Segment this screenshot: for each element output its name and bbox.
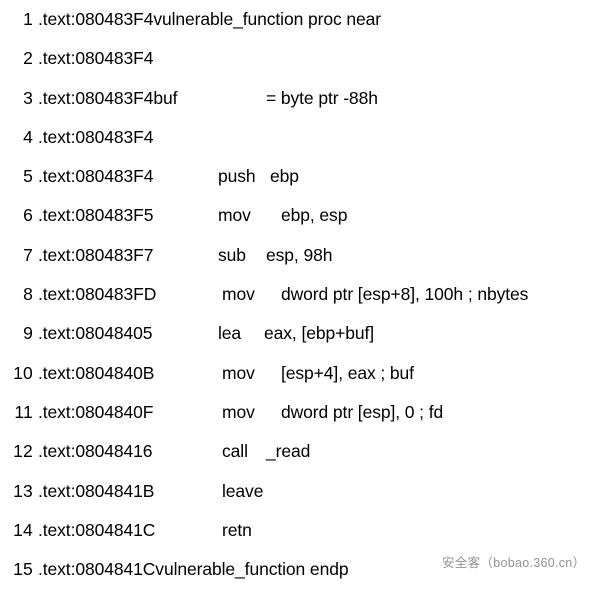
line-address: .text:080483F4vulnerable_function proc n… [38, 9, 382, 29]
line-number: 1 [23, 9, 33, 29]
line-mnemonic: push [218, 166, 256, 187]
line-content: .text:0804840B mov [esp+4], eax ; buf [38, 354, 414, 393]
line-address: .text:0804841C [38, 519, 156, 540]
line-content: .text:080483F4 push ebp [38, 157, 299, 196]
line-address: .text:080483F4buf [38, 87, 178, 108]
line-mnemonic: mov [222, 401, 255, 422]
code-line: 13 .text:0804841B leave [0, 472, 615, 511]
line-address: .text:0804840F [38, 401, 154, 422]
line-content: .text:0804841Cvulnerable_function endp [38, 550, 349, 589]
line-operands: ebp, esp [281, 205, 348, 226]
line-number: 15 [13, 559, 33, 580]
line-mnemonic: mov [222, 284, 255, 305]
line-address: .text:0804841Cvulnerable_function endp [38, 559, 349, 580]
code-line: 8 .text:080483FD mov dword ptr [esp+8], … [0, 275, 615, 314]
line-content: .text:0804841B leave [38, 472, 263, 511]
line-operands: _read [266, 441, 311, 462]
code-line: 7 .text:080483F7 sub esp, 98h [0, 236, 615, 275]
line-operands: dword ptr [esp+8], 100h ; nbytes [281, 284, 529, 305]
line-number: 8 [23, 284, 33, 305]
line-address: .text:080483F5 [38, 205, 154, 226]
line-address: .text:080483FD [38, 284, 157, 305]
code-line: 4 .text:080483F4 [0, 118, 615, 157]
line-operands: [esp+4], eax ; buf [281, 362, 414, 383]
code-line: 10 .text:0804840B mov [esp+4], eax ; buf [0, 354, 615, 393]
line-operands: ebp [270, 166, 299, 187]
line-address: .text:080483F4 [38, 126, 154, 147]
line-address: .text:08048405 [38, 323, 153, 344]
line-address: .text:08048416 [38, 441, 153, 462]
line-mnemonic: sub [218, 244, 246, 265]
code-line: 14 .text:0804841C retn [0, 511, 615, 550]
line-operands: eax, [ebp+buf] [264, 323, 375, 344]
line-number: 5 [23, 166, 33, 187]
line-content: .text:080483F4 [38, 39, 153, 78]
code-line: 3 .text:080483F4buf = byte ptr -88h [0, 79, 615, 118]
line-content: .text:08048416 call _read [38, 432, 310, 471]
line-number: 14 [13, 519, 33, 540]
line-number: 4 [23, 126, 33, 147]
code-line: 15 .text:0804841Cvulnerable_function end… [0, 550, 615, 589]
code-line: 2 .text:080483F4 [0, 39, 615, 78]
line-mnemonic: leave [222, 480, 264, 501]
line-mnemonic: mov [222, 362, 255, 383]
line-number: 9 [23, 323, 33, 344]
line-number: 3 [23, 87, 33, 108]
line-number: 2 [23, 48, 33, 69]
code-line: 5 .text:080483F4 push ebp [0, 157, 615, 196]
line-content: .text:080483FD mov dword ptr [esp+8], 10… [38, 275, 528, 314]
watermark: 安全客（bobao.360.cn） [442, 556, 586, 570]
line-content: .text:080483F4buf = byte ptr -88h [38, 79, 378, 118]
code-line: 11 .text:0804840F mov dword ptr [esp], 0… [0, 393, 615, 432]
line-address: .text:080483F4 [38, 166, 154, 187]
line-operands: esp, 98h [266, 244, 333, 265]
line-address: .text:0804840B [38, 362, 155, 383]
line-content: .text:080483F5 mov ebp, esp [38, 196, 347, 235]
line-content: .text:080483F4vulnerable_function proc n… [38, 0, 381, 39]
code-line: 12 .text:08048416 call _read [0, 432, 615, 471]
line-operands: = byte ptr -88h [266, 87, 378, 108]
line-number: 11 [14, 401, 33, 422]
line-mnemonic: retn [222, 519, 252, 540]
line-content: .text:0804841C retn [38, 511, 252, 550]
line-number: 13 [13, 480, 33, 501]
line-address: .text:080483F7 [38, 244, 154, 265]
line-mnemonic: mov [218, 205, 251, 226]
line-content: .text:0804840F mov dword ptr [esp], 0 ; … [38, 393, 443, 432]
line-address: .text:080483F4 [38, 48, 154, 69]
line-mnemonic: lea [218, 323, 242, 344]
line-number: 12 [13, 441, 33, 462]
line-number: 6 [23, 205, 33, 226]
code-line: 1 .text:080483F4vulnerable_function proc… [0, 0, 615, 39]
line-content: .text:08048405 lea eax, [ebp+buf] [38, 314, 374, 353]
line-number: 10 [13, 362, 33, 383]
line-content: .text:080483F4 [38, 118, 153, 157]
code-line: 9 .text:08048405 lea eax, [ebp+buf] [0, 314, 615, 353]
line-address: .text:0804841B [38, 480, 155, 501]
line-content: .text:080483F7 sub esp, 98h [38, 236, 332, 275]
line-mnemonic: call [222, 441, 248, 462]
code-line: 6 .text:080483F5 mov ebp, esp [0, 196, 615, 235]
line-number: 7 [23, 244, 33, 265]
line-operands: dword ptr [esp], 0 ; fd [281, 401, 444, 422]
